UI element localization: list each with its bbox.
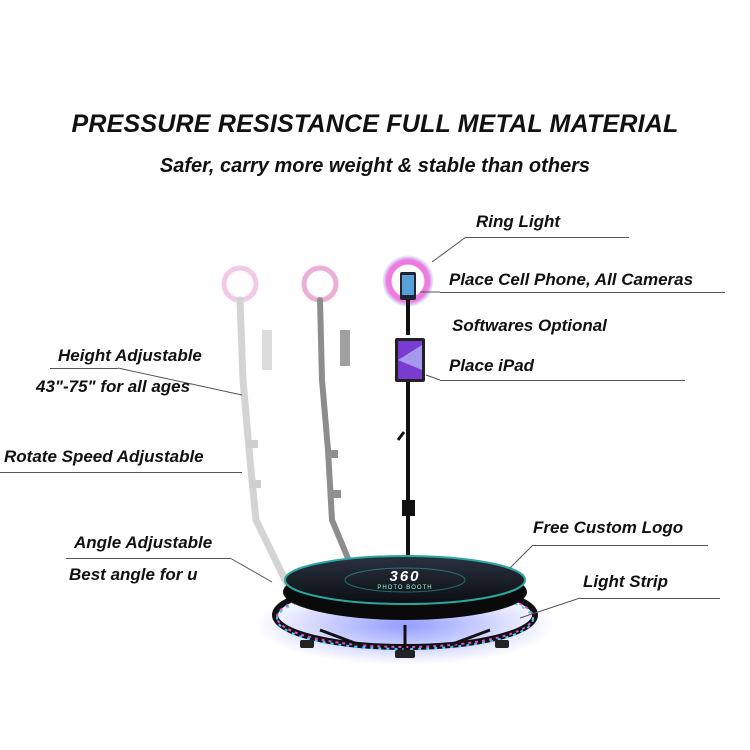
platform-logo: 360	[389, 568, 421, 585]
page-title: PRESSURE RESISTANCE FULL METAL MATERIAL	[71, 110, 679, 138]
leader-rotate-speed	[0, 472, 242, 473]
platform-logo-subtext: PHOTO BOOTH	[377, 585, 433, 591]
label-ring-light: Ring Light	[476, 212, 561, 231]
label-place-phone: Place Cell Phone, All Cameras	[449, 270, 694, 289]
platform-top	[284, 555, 526, 605]
label-softwares: Softwares Optional	[452, 316, 607, 335]
label-height-adjustable: Height Adjustable	[58, 346, 202, 365]
label-rotate-speed: Rotate Speed Adjustable	[4, 447, 204, 466]
leader-free-logo	[533, 545, 708, 546]
page-subtitle: Safer, carry more weight & stable than o…	[159, 155, 591, 177]
leader-angle-adjustable	[66, 558, 230, 559]
label-height-range: 43"-75" for all ages	[36, 377, 191, 396]
arm-position-light	[221, 265, 294, 594]
leader-place-phone	[440, 292, 725, 293]
label-light-strip: Light Strip	[583, 572, 668, 591]
label-angle-adjustable: Angle Adjustable	[74, 533, 213, 552]
label-place-ipad: Place iPad	[449, 356, 535, 375]
leader-place-ipad	[440, 380, 685, 381]
arm-position-mid	[301, 265, 355, 571]
arm-position-active	[382, 255, 434, 560]
leader-light-strip	[580, 598, 720, 599]
label-free-logo: Free Custom Logo	[533, 518, 684, 537]
label-best-angle: Best angle for u	[69, 565, 198, 584]
leader-ring-light	[466, 237, 629, 238]
leader-height-adjustable	[50, 368, 118, 369]
